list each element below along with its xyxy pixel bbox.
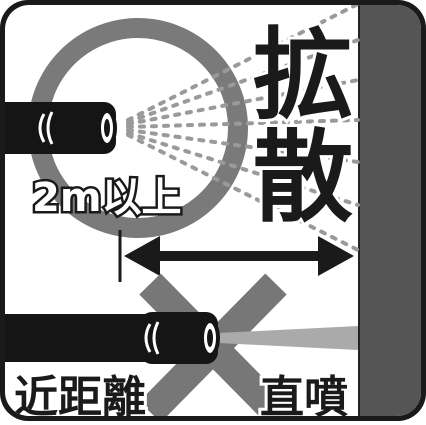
- distance-label: 2m以上: [32, 175, 182, 221]
- direct-spray-beam: [218, 326, 358, 350]
- diffuse-label-top: 拡: [253, 17, 353, 134]
- diffuse-spray-lines: [126, 5, 360, 252]
- near-distance-label: 近距離: [14, 372, 146, 421]
- double-arrow-icon: [118, 230, 354, 282]
- bottom-hose-nozzle-icon: [5, 312, 220, 364]
- top-hose-nozzle-icon: [5, 102, 117, 154]
- diffuse-label-bottom: 散: [253, 119, 353, 236]
- direct-spray-label: 直噴: [260, 372, 348, 421]
- wall: [358, 5, 421, 416]
